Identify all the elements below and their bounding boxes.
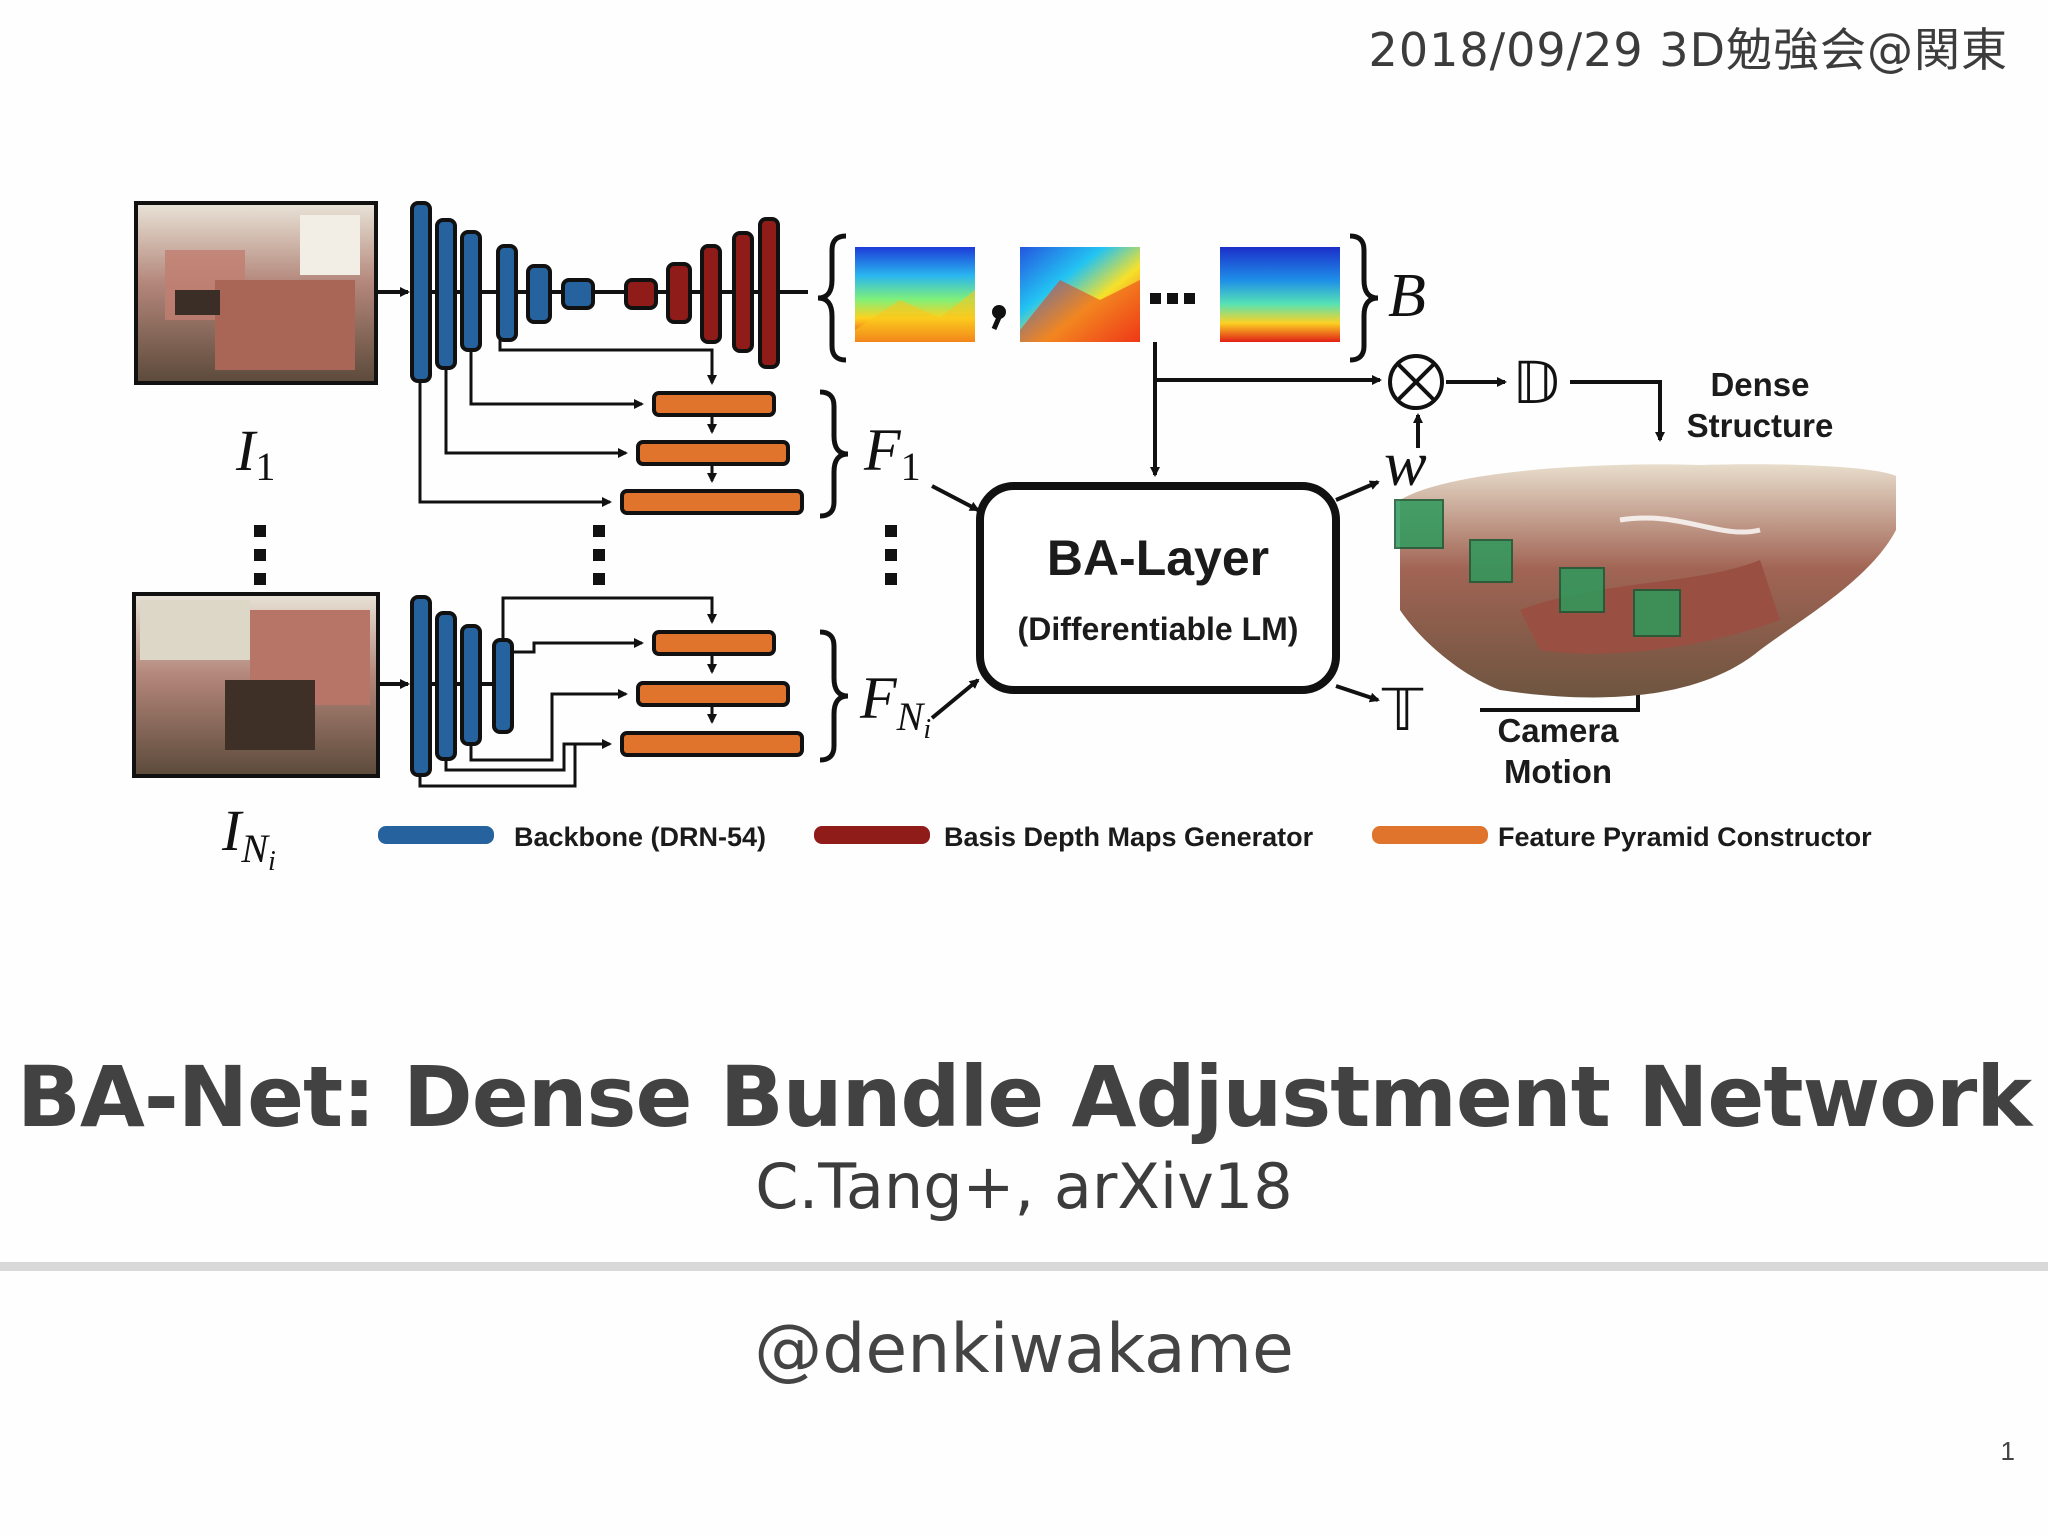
basis-brace-left (817, 233, 847, 363)
legend-basis: Basis Depth Maps Generator (944, 822, 1314, 852)
input-image-1 (134, 201, 378, 385)
basis-ellipsis (1150, 293, 1195, 304)
ba-net-architecture-diagram: I1 INi (132, 201, 1896, 877)
otimes-symbol (1388, 354, 1444, 410)
feature-label-1: F1 (863, 417, 921, 489)
feature-pyramid-top (620, 391, 804, 515)
feature-pyramid-bottom (620, 630, 804, 757)
slide-subtitle: C.Tang+, arXiv18 (755, 1150, 1293, 1223)
camera-motion-line1: Camera (1497, 712, 1619, 749)
author-handle: @denkiwakame (754, 1310, 1294, 1389)
ellipsis-dots (254, 525, 897, 585)
event-header: 2018/09/29 3D勉強会@関東 (1368, 23, 2008, 77)
dense-reconstruction-image (1394, 464, 1896, 698)
basis-label: B (1388, 262, 1426, 330)
slide-title: BA-Net: Dense Bundle Adjustment Network (16, 1048, 2032, 1146)
dense-structure-line2: Structure (1687, 407, 1834, 444)
feature-label-n: FNi (859, 665, 931, 745)
weight-label: w (1384, 428, 1427, 499)
dense-structure-line1: Dense (1710, 366, 1809, 403)
image-label-n: INi (221, 798, 276, 877)
ba-layer-subtitle: (Differentiable LM) (1018, 611, 1299, 647)
backbone-encoder-top (410, 201, 595, 383)
legend-backbone: Backbone (DRN-54) (514, 822, 766, 852)
basis-depth-map-k (1220, 247, 1340, 342)
motion-symbol: 𝕋 (1381, 678, 1424, 743)
feature-brace-n (819, 629, 849, 763)
input-image-n (132, 592, 380, 778)
basis-depth-map-2 (1020, 247, 1140, 342)
legend-pyramid: Feature Pyramid Constructor (1498, 822, 1872, 852)
image-label-1: I1 (235, 418, 275, 489)
page-number: 1 (2000, 1436, 2015, 1466)
camera-motion-line2: Motion (1504, 753, 1612, 790)
depth-symbol: 𝔻 (1512, 351, 1560, 416)
ba-layer-box: BA-Layer (Differentiable LM) (976, 482, 1340, 694)
ba-layer-title: BA-Layer (1047, 530, 1269, 586)
basis-brace-right (1349, 233, 1379, 363)
divider (0, 1262, 2048, 1271)
legend: Backbone (DRN-54) Basis Depth Maps Gener… (378, 822, 1872, 852)
basis-depth-map-1 (855, 247, 975, 342)
feature-brace-1 (819, 389, 849, 519)
